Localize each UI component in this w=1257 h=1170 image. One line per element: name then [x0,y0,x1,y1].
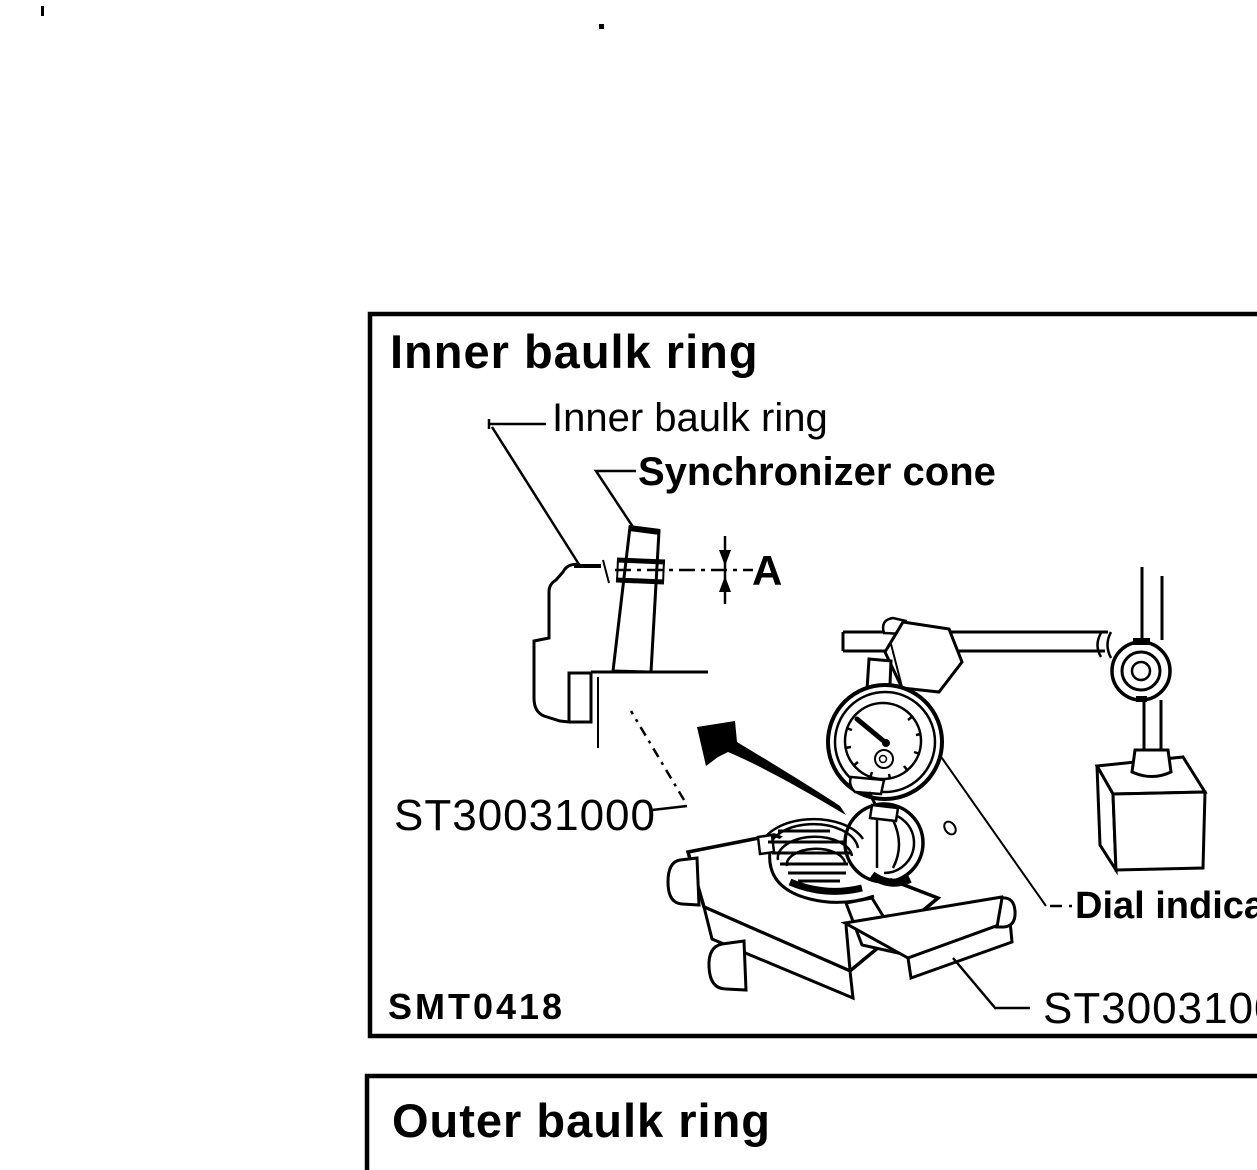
ring-section-outline [532,562,593,724]
tool-bottom-leader [952,957,1030,1010]
label-tool-number-left: ST30031000 [394,791,656,840]
dial-contact-tab [868,803,900,823]
fixture-foot-bottom [707,939,748,992]
fixture-base [666,833,1017,1001]
standing-ring-outer [843,802,925,884]
leader-synchronizer-cone [593,469,636,528]
stand-clamp-hole [1130,660,1152,682]
holder-arm-serrations [1096,631,1113,659]
stand-clamp-lug-bottom [1136,696,1147,702]
baulk-ring-on-fixture [756,802,925,904]
ring-cone-notch [602,559,610,584]
dial-needle [854,716,889,746]
tool-left-leader [629,710,688,812]
cone-band-edges [615,557,666,585]
standing-ring-inner-curve [891,819,901,869]
holder-knob [883,620,964,694]
panel-border [364,1073,1257,1170]
fixture-foot-right [995,896,1017,929]
tool-left-leader-diagonal [629,710,686,801]
ring-shadow-blob-left [788,878,863,895]
leader-inner-baulk-ring [487,419,582,567]
inner-baulk-ring-panel: Inner baulk ring Inner baulk ring Synchr… [367,311,1257,1039]
stand-rod-collar [1130,748,1173,778]
dial-needle-hub [882,739,890,747]
holder-arm [841,630,1108,653]
dimension-arrowheads [719,550,731,592]
dial-counter-dial [874,749,894,769]
tool-left-leader-horizontal [651,804,688,812]
fixture-step-line [844,924,852,971]
ring-coil-end-tab [756,833,776,856]
baulk-ring-cross-section [532,525,753,748]
ring-platform-edge [768,850,875,904]
dial-leader-lug [943,820,957,836]
dial-counter-mark [878,754,888,764]
panel-title: Inner baulk ring [390,325,759,378]
outer-baulk-ring-panel: Outer baulk ring [364,1073,1257,1170]
fixture-right-block-front [906,918,1014,981]
panel-border [367,311,1257,1039]
panel-title: Outer baulk ring [392,1094,771,1147]
figure-code: SMT0418 [388,986,565,1027]
cone-outline [611,525,661,674]
fixture-slab-front [701,904,855,1001]
holder-knob-facet [890,643,903,688]
dial-plunger-lug [848,775,886,796]
scan-speck [41,6,44,16]
stand-clamp-ring [1120,650,1162,692]
dial-tick-marks [844,715,922,780]
stand-base-front-face [1111,790,1207,872]
label-dimension-a: A [752,547,782,594]
stand-rod [1140,567,1164,752]
curved-motion-arrow [697,721,846,815]
label-inner-baulk-ring: Inner baulk ring [552,396,828,440]
label-synchronizer-cone: Synchronizer cone [638,450,996,494]
fixture-foot-left [666,856,701,907]
stand-clamp-lug-top [1133,638,1150,645]
magnetic-stand [1094,567,1208,876]
label-tool-number-bottom: ST30031000 [1043,984,1257,1033]
label-leader-lines [487,419,636,567]
scan-speck [599,24,604,29]
cone-top-cap [628,525,661,535]
dial-indicator [826,616,1113,836]
ring-hatch-marks [768,829,852,883]
label-dial-indicator: Dial indicator [1075,885,1257,927]
dial-bezel-inner [833,690,937,794]
